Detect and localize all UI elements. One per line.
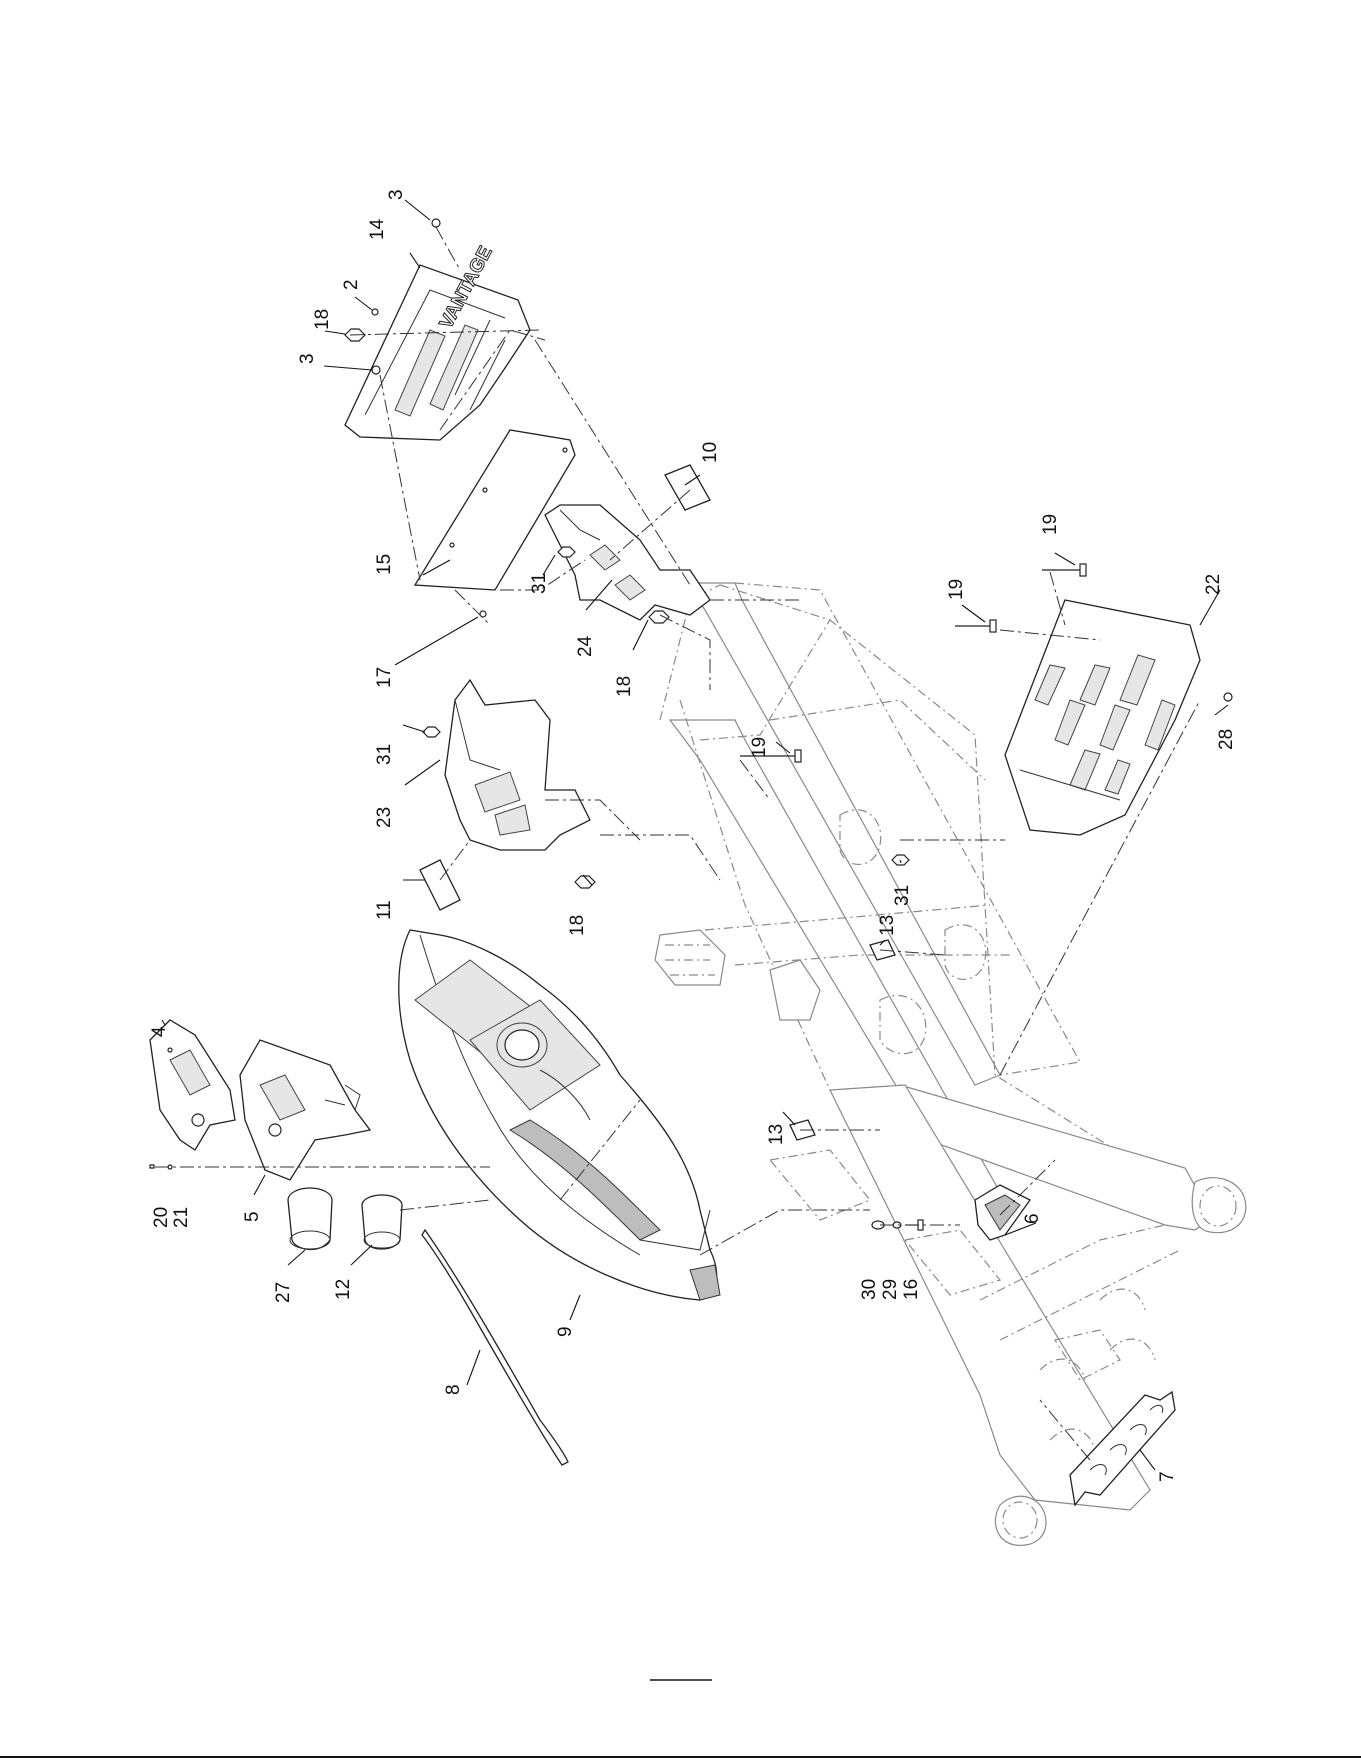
callout-31: 31: [892, 885, 913, 906]
part-12-bushing: [362, 1195, 402, 1249]
callout-20: 20: [151, 1207, 172, 1228]
callout-11: 11: [374, 900, 395, 920]
callout-29: 29: [880, 1279, 901, 1300]
callout-24: 24: [575, 635, 596, 657]
callout-5: 5: [242, 1211, 263, 1222]
callout-30: 30: [859, 1279, 880, 1300]
callout-2: 2: [341, 279, 362, 290]
part-4-plate: [150, 1020, 235, 1150]
callout-3: 3: [386, 189, 407, 200]
callout-21: 21: [171, 1207, 192, 1228]
part-5-bracket: [240, 1040, 370, 1180]
callout-12: 12: [333, 1279, 354, 1300]
callout-9: 9: [555, 1326, 576, 1337]
callout-13: 13: [766, 1124, 787, 1145]
part-8-trim-strip: [422, 1230, 568, 1465]
callout-27: 27: [273, 1282, 294, 1303]
part-9-seat-body: [399, 930, 720, 1300]
callout-19: 19: [749, 737, 770, 758]
callout-18: 18: [614, 676, 635, 697]
callout-19: 19: [1040, 514, 1061, 535]
part-24-side-bracket: [545, 505, 710, 620]
callout-4: 4: [149, 1026, 170, 1037]
callout-14: 14: [367, 218, 388, 240]
part-23-side-bracket: [445, 680, 590, 850]
callout-28: 28: [1216, 729, 1237, 750]
callout-15: 15: [374, 554, 395, 575]
callout-16: 16: [901, 1279, 922, 1300]
callout-19: 19: [946, 579, 967, 600]
part-22-floor-grate: [1005, 600, 1200, 835]
callout-7: 7: [1157, 1471, 1178, 1482]
callout-13: 13: [877, 915, 898, 936]
callout-18: 18: [312, 309, 333, 330]
part-27-bushing: [288, 1188, 332, 1249]
callout-8: 8: [443, 1384, 464, 1395]
callout-23: 23: [374, 807, 395, 828]
callout-22: 22: [1203, 574, 1224, 595]
part-10-clip: [665, 465, 710, 510]
callout-10: 10: [700, 442, 721, 463]
callout-6: 6: [1022, 1213, 1043, 1224]
callout-31: 31: [374, 744, 395, 765]
callout-18: 18: [567, 915, 588, 936]
callout-17: 17: [374, 667, 395, 688]
callout-3: 3: [297, 353, 318, 364]
part-11-clip: [420, 860, 460, 910]
callout-31: 31: [529, 573, 550, 594]
